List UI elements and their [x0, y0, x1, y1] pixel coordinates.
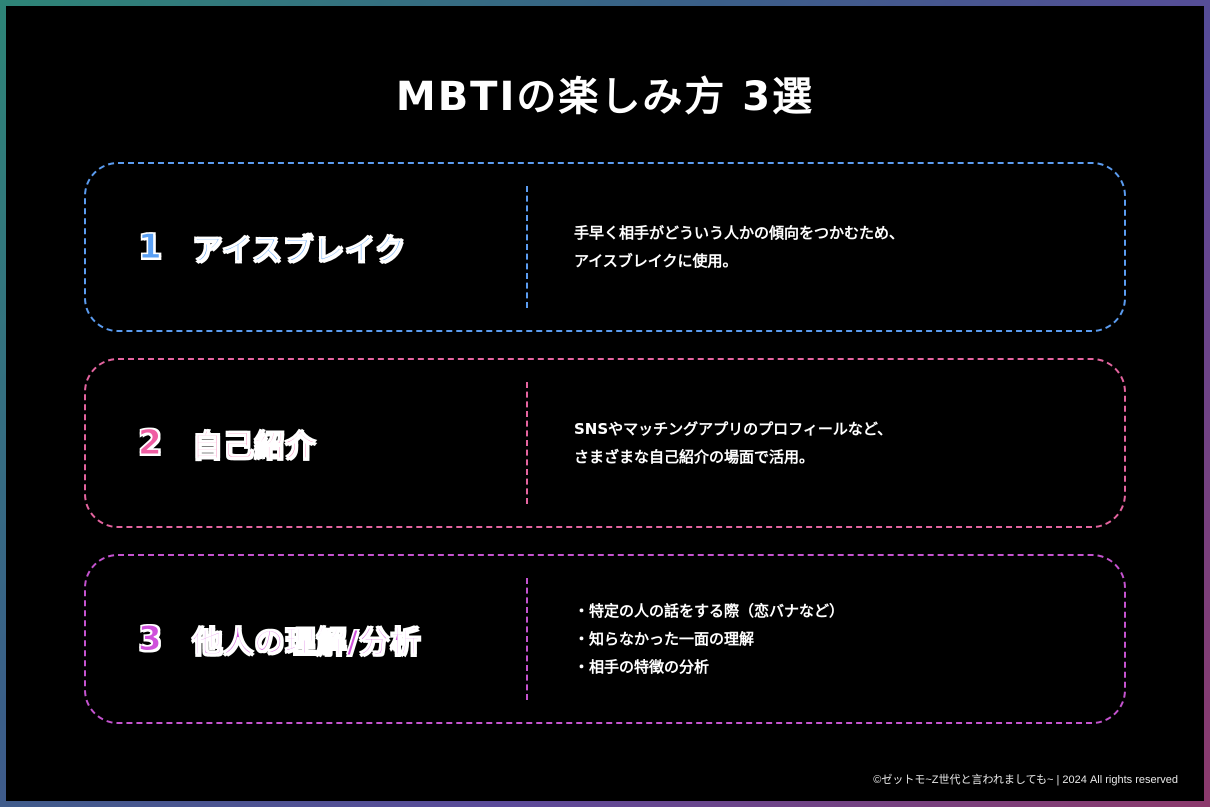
description-line: さまざまな自己紹介の場面で活用。 — [574, 448, 815, 466]
description-line: ・知らなかった一面の理解 — [574, 630, 755, 648]
card-divider — [526, 578, 528, 700]
card-description: 手早く相手がどういう人かの傾向をつかむため、 アイスブレイクに使用。 — [574, 164, 1094, 330]
card-heading: 1 アイスブレイク — [86, 164, 526, 330]
description-line: ・相手の特徴の分析 — [574, 658, 710, 676]
card-icebreak: 1 アイスブレイク 手早く相手がどういう人かの傾向をつかむため、 アイスブレイク… — [84, 162, 1126, 332]
description-line: ・特定の人の話をする際（恋バナなど） — [574, 602, 845, 620]
card-divider — [526, 382, 528, 504]
card-divider — [526, 186, 528, 308]
card-description: SNSやマッチングアプリのプロフィールなど、 さまざまな自己紹介の場面で活用。 — [574, 360, 1094, 526]
description-line: SNSやマッチングアプリのプロフィールなど、 — [574, 420, 893, 438]
page-title: MBTIの楽しみ方 3選 — [395, 74, 815, 120]
description-line: 手早く相手がどういう人かの傾向をつかむため、 — [574, 224, 905, 242]
card-label: 自己紹介 — [192, 429, 316, 465]
content-area: MBTIの楽しみ方 3選 1 アイスブレイク 手早く相手がどういう人かの傾向をつ… — [6, 6, 1204, 801]
card-number: 1 — [138, 227, 163, 268]
card-label: アイスブレイク — [192, 233, 406, 269]
card-understanding-others: 3 他人の理解/分析 ・特定の人の話をする際（恋バナなど） ・知らなかった一面の… — [84, 554, 1126, 724]
card-number: 2 — [138, 423, 163, 464]
card-heading: 3 他人の理解/分析 — [86, 556, 526, 722]
copyright-footer: ©ゼットモ~Z世代と言われましても~ | 2024 All rights res… — [873, 774, 1178, 786]
card-label: 他人の理解/分析 — [192, 625, 421, 661]
card-heading: 2 自己紹介 — [86, 360, 526, 526]
description-line: アイスブレイクに使用。 — [574, 252, 738, 270]
card-number: 3 — [138, 619, 163, 660]
card-self-introduction: 2 自己紹介 SNSやマッチングアプリのプロフィールなど、 さまざまな自己紹介の… — [84, 358, 1126, 528]
card-description: ・特定の人の話をする際（恋バナなど） ・知らなかった一面の理解 ・相手の特徴の分… — [574, 556, 1094, 722]
